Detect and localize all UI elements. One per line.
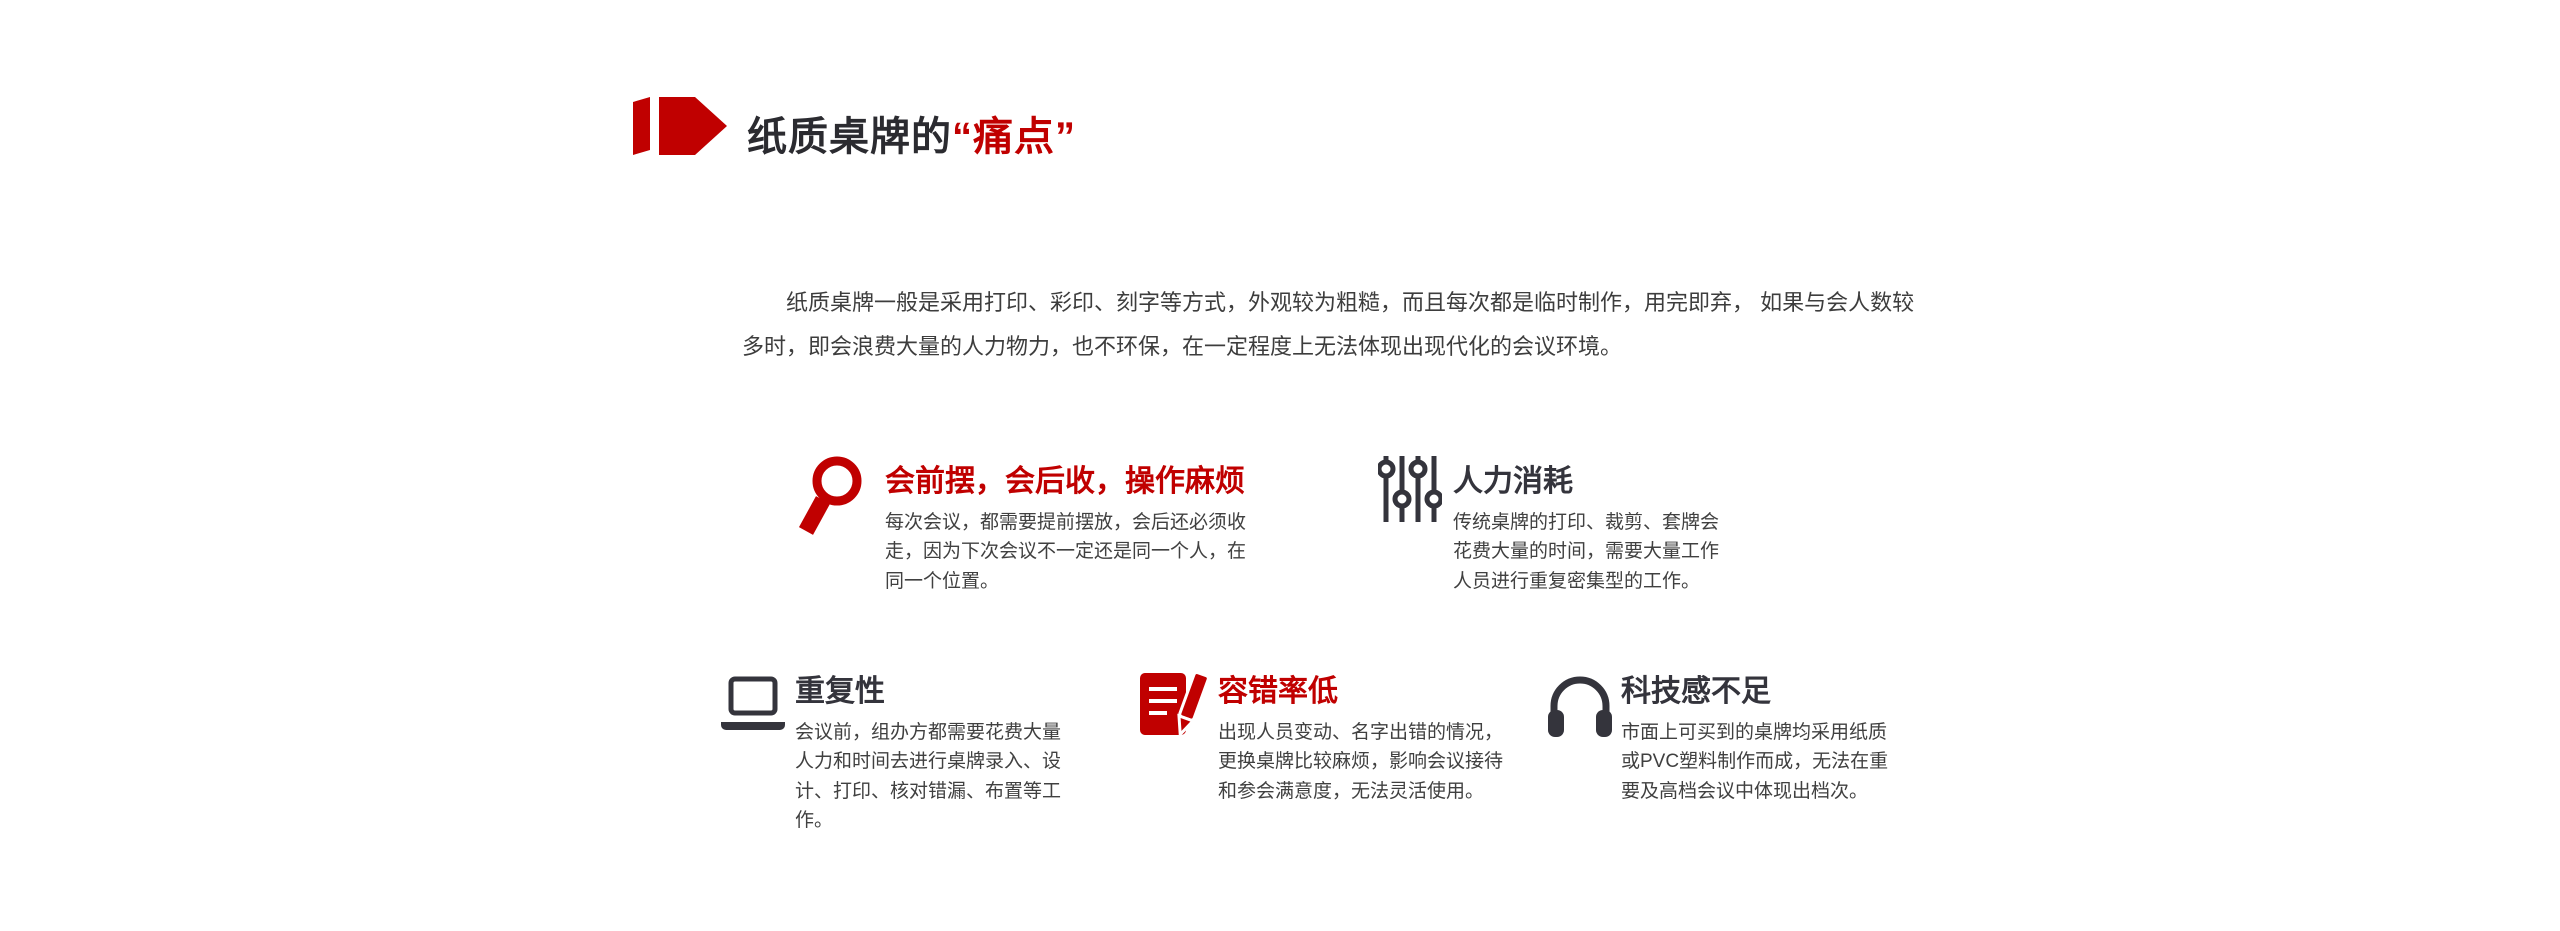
- pain-point-body: 传统桌牌的打印、裁剪、套牌会花费大量的时间，需要大量工作人员进行重复密集型的工作…: [1453, 512, 1720, 592]
- pain-point-title: 人力消耗: [1453, 465, 1573, 498]
- pain-point-text: 人力消耗 传统桌牌的打印、裁剪、套牌会花费大量的时间，需要大量工作人员进行重复密…: [1453, 452, 1731, 596]
- pain-point-body: 出现人员变动、名字出错的情况，更换桌牌比较麻烦，影响会议接待和参会满意度，无法灵…: [1218, 722, 1504, 802]
- pain-point-text: 容错率低 出现人员变动、名字出错的情况，更换桌牌比较麻烦，影响会议接待和参会满意…: [1218, 660, 1510, 806]
- page-title-prefix: 纸质桌牌的: [747, 115, 952, 159]
- pain-point-text: 科技感不足 市面上可买到的桌牌均采用纸质或PVC塑料制作而成，无法在重要及高档会…: [1621, 660, 1901, 806]
- headphones-icon: [1548, 670, 1612, 745]
- pain-point-title: 会前摆，会后收，操作麻烦: [885, 465, 1245, 498]
- pain-point-error-tolerance: 容错率低 出现人员变动、名字出错的情况，更换桌牌比较麻烦，影响会议接待和参会满意…: [1140, 660, 1510, 806]
- pain-point-body: 每次会议，都需要提前摆放，会后还必须收走，因为下次会议不一定还是同一个人，在同一…: [885, 512, 1247, 592]
- pain-point-manpower: 人力消耗 传统桌牌的打印、裁剪、套牌会花费大量的时间，需要大量工作人员进行重复密…: [1376, 452, 1731, 596]
- arrow-marker-icon: [633, 97, 727, 155]
- intro-paragraph: 纸质桌牌一般是采用打印、彩印、刻字等方式，外观较为粗糙，而且每次都是临时制作，用…: [742, 290, 1915, 359]
- pain-point-title: 容错率低: [1218, 675, 1338, 708]
- sliders-icon: [1376, 454, 1444, 529]
- pain-point-body: 市面上可买到的桌牌均采用纸质或PVC塑料制作而成，无法在重要及高档会议中体现出档…: [1621, 722, 1889, 802]
- laptop-icon: [720, 676, 786, 741]
- pain-point-body: 会议前，组办方都需要花费大量人力和时间去进行桌牌录入、设计、打印、核对错漏、布置…: [795, 722, 1062, 832]
- pain-point-tech: 科技感不足 市面上可买到的桌牌均采用纸质或PVC塑料制作而成，无法在重要及高档会…: [1548, 660, 1901, 806]
- pain-point-text: 重复性 会议前，组办方都需要花费大量人力和时间去进行桌牌录入、设计、打印、核对错…: [795, 664, 1073, 836]
- pain-point-repetitive: 重复性 会议前，组办方都需要花费大量人力和时间去进行桌牌录入、设计、打印、核对错…: [720, 664, 1073, 836]
- pain-point-title: 科技感不足: [1621, 675, 1771, 708]
- pain-point-operation: 会前摆，会后收，操作麻烦 每次会议，都需要提前摆放，会后还必须收走，因为下次会议…: [795, 452, 1253, 596]
- magnifier-icon: [795, 456, 865, 545]
- pain-point-title: 重复性: [795, 675, 885, 708]
- page-title: 纸质桌牌的“痛点”: [747, 104, 1076, 162]
- document-pen-icon: [1140, 666, 1210, 751]
- page-title-highlight: “痛点”: [952, 115, 1076, 159]
- pain-point-text: 会前摆，会后收，操作麻烦 每次会议，都需要提前摆放，会后还必须收走，因为下次会议…: [885, 452, 1253, 596]
